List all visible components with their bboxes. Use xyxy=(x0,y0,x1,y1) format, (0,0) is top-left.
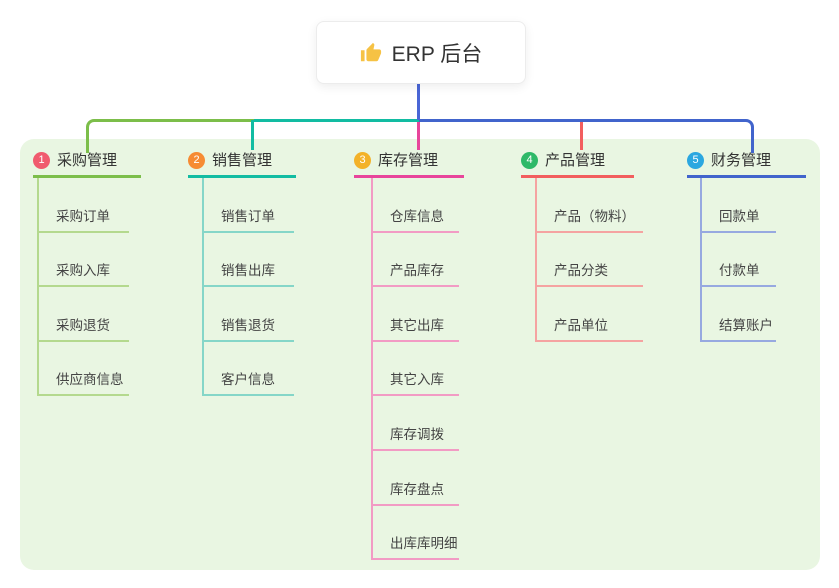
branch-header-finance[interactable]: 5 财务管理 xyxy=(687,151,806,178)
child-node[interactable]: 产品（物料） xyxy=(537,178,643,233)
child-node[interactable]: 回款单 xyxy=(702,178,776,233)
connector-branch1-elbow xyxy=(86,119,257,153)
badge-1-icon: 1 xyxy=(33,152,50,169)
child-node[interactable]: 客户信息 xyxy=(204,342,294,397)
child-node[interactable]: 销售出库 xyxy=(204,233,294,288)
child-node[interactable]: 其它出库 xyxy=(373,287,459,342)
root-node[interactable]: ERP 后台 xyxy=(316,21,526,84)
child-node[interactable]: 库存调拨 xyxy=(373,396,459,451)
branch-children-product: 产品（物料） 产品分类 产品单位 xyxy=(535,178,643,342)
branch-header-purchase[interactable]: 1 采购管理 xyxy=(33,151,141,178)
root-title: ERP 后台 xyxy=(391,42,483,66)
connector-branch2-bus xyxy=(254,119,419,122)
badge-5-icon: 5 xyxy=(687,152,704,169)
child-node[interactable]: 产品分类 xyxy=(537,233,643,288)
branches-background-panel xyxy=(20,139,820,570)
branch-children-finance: 回款单 付款单 结算账户 xyxy=(700,178,776,342)
badge-2-icon: 2 xyxy=(188,152,205,169)
branch-label: 采购管理 xyxy=(57,152,118,169)
child-node[interactable]: 付款单 xyxy=(702,233,776,288)
branch-label: 产品管理 xyxy=(545,152,606,169)
child-node[interactable]: 出库库明细 xyxy=(373,506,459,561)
branch-children-sales: 销售订单 销售出库 销售退货 客户信息 xyxy=(202,178,294,397)
connector-root-stem xyxy=(417,82,420,120)
branch-label: 财务管理 xyxy=(711,152,772,169)
child-node[interactable]: 采购退货 xyxy=(39,287,129,342)
branch-header-product[interactable]: 4 产品管理 xyxy=(521,151,634,178)
badge-3-icon: 3 xyxy=(354,152,371,169)
child-node[interactable]: 库存盘点 xyxy=(373,451,459,506)
branch-children-inventory: 仓库信息 产品库存 其它出库 其它入库 库存调拨 库存盘点 出库库明细 xyxy=(371,178,459,561)
child-node[interactable]: 销售订单 xyxy=(204,178,294,233)
branch-label: 库存管理 xyxy=(378,152,439,169)
branch-header-sales[interactable]: 2 销售管理 xyxy=(188,151,296,178)
connector-branch4-drop xyxy=(580,122,583,150)
child-node[interactable]: 仓库信息 xyxy=(373,178,459,233)
thumbs-up-icon xyxy=(360,42,382,64)
connector-branch5-elbow xyxy=(419,119,754,153)
child-node[interactable]: 其它入库 xyxy=(373,342,459,397)
child-node[interactable]: 采购订单 xyxy=(39,178,129,233)
child-node[interactable]: 结算账户 xyxy=(702,287,776,342)
branch-label: 销售管理 xyxy=(212,152,273,169)
branch-header-inventory[interactable]: 3 库存管理 xyxy=(354,151,464,178)
connector-branch3-drop xyxy=(417,122,420,150)
child-node[interactable]: 销售退货 xyxy=(204,287,294,342)
connector-branch2-drop xyxy=(251,120,254,150)
badge-4-icon: 4 xyxy=(521,152,538,169)
child-node[interactable]: 产品单位 xyxy=(537,287,643,342)
child-node[interactable]: 供应商信息 xyxy=(39,342,129,397)
child-node[interactable]: 产品库存 xyxy=(373,233,459,288)
child-node[interactable]: 采购入库 xyxy=(39,233,129,288)
branch-children-purchase: 采购订单 采购入库 采购退货 供应商信息 xyxy=(37,178,129,397)
